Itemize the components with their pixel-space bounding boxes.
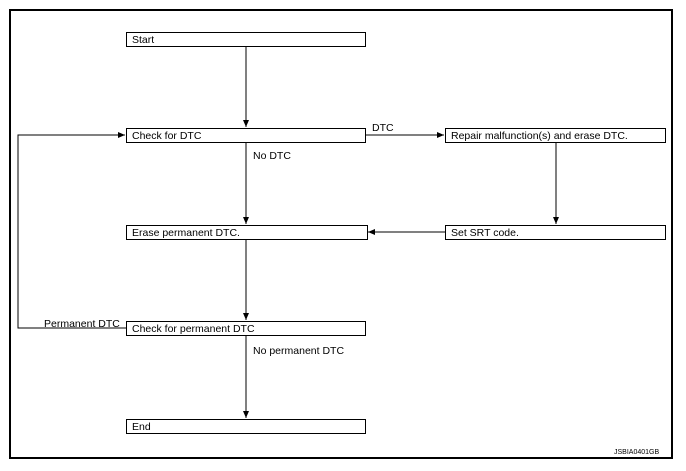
edge-label-no-dtc: No DTC	[253, 150, 291, 162]
step-erase-permanent-label: Erase permanent DTC.	[132, 227, 240, 239]
step-end: End	[126, 419, 366, 434]
step-check-dtc-label: Check for DTC	[132, 130, 202, 142]
step-check-permanent: Check for permanent DTC	[126, 321, 366, 336]
diagram-frame	[9, 9, 673, 459]
step-check-dtc: Check for DTC	[126, 128, 366, 143]
step-erase-permanent: Erase permanent DTC.	[126, 225, 368, 240]
edge-label-no-permanent-dtc: No permanent DTC	[253, 345, 345, 357]
step-check-permanent-label: Check for permanent DTC	[132, 323, 255, 335]
step-set-srt: Set SRT code.	[445, 225, 666, 240]
step-repair-label: Repair malfunction(s) and erase DTC.	[451, 130, 628, 142]
edge-label-dtc: DTC	[372, 122, 394, 134]
edge-label-permanent-dtc: Permanent DTC	[44, 318, 120, 330]
figure-code: JSBIA0401GB	[614, 449, 660, 456]
step-start: Start	[126, 32, 366, 47]
step-end-label: End	[132, 421, 151, 433]
step-start-label: Start	[132, 34, 155, 46]
step-set-srt-label: Set SRT code.	[451, 227, 519, 239]
arrow-permanent-dtc-loop	[17, 132, 126, 329]
step-repair: Repair malfunction(s) and erase DTC.	[445, 128, 666, 143]
